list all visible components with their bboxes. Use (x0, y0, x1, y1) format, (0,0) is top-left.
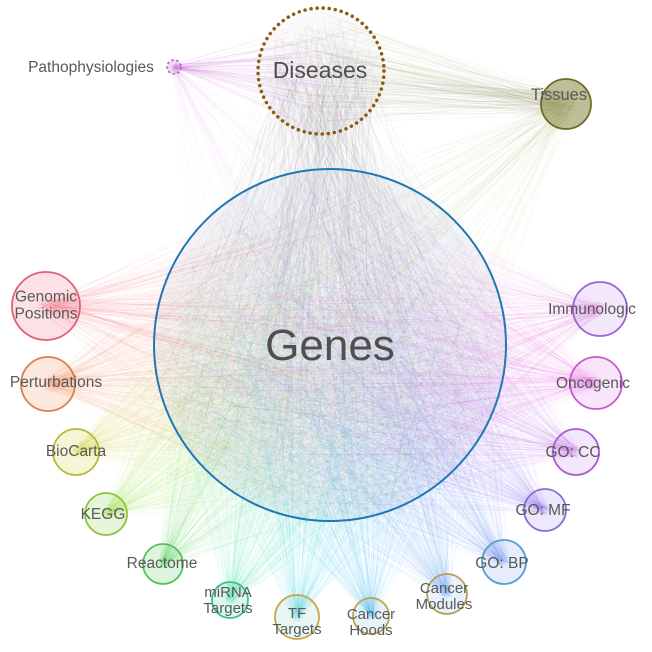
node-tf_targets[interactable] (274, 594, 320, 640)
label-biocarta: BioCarta (46, 443, 107, 460)
edge-bundle-diseases-to-genes (163, 16, 489, 507)
label-genes: Genes (265, 321, 395, 370)
edge-bundle-cancer_hoods-to-genes (164, 186, 494, 621)
node-kegg[interactable] (84, 492, 128, 536)
edge-bundle-oncogenic-to-genes (160, 179, 603, 512)
edge-bundle-mirna_targets-to-genes (164, 181, 481, 605)
node-go_mf[interactable] (523, 488, 567, 532)
node-diseases[interactable] (256, 6, 386, 136)
edge-bundle-go_mf-to-genes (165, 185, 551, 516)
edge-bundle-pathophysiologies-to-genes (170, 64, 481, 471)
label-tissues: Tissues (531, 86, 587, 104)
node-mirna_targets[interactable] (211, 581, 249, 619)
label-immunologic: Immunologic (548, 301, 636, 318)
label-go_mf: GO: MF (515, 502, 570, 519)
label-diseases: Diseases (273, 57, 368, 83)
label-kegg: KEGG (81, 506, 126, 523)
label-reactome: Reactome (127, 555, 198, 572)
edge-bundle-tissues-to-diseases (266, 11, 577, 123)
label-oncogenic: Oncogenic (556, 375, 630, 392)
edge-bundle-immunologic-to-genes (173, 180, 607, 504)
edge-bundle-go_bp-to-genes (168, 178, 510, 568)
node-biocarta[interactable] (52, 428, 100, 476)
edge-bundle-cancer_modules-to-genes (168, 177, 495, 599)
edge-bundle-tf_targets-to-genes (163, 181, 496, 623)
label-go_bp: GO: BP (475, 555, 528, 572)
node-go_cc[interactable] (552, 428, 600, 476)
node-pathophysiologies[interactable] (166, 59, 182, 75)
node-oncogenic[interactable] (569, 356, 623, 410)
edge-bundle-diseases-to-tissues (268, 27, 581, 123)
node-reactome[interactable] (142, 543, 184, 585)
node-perturbations[interactable] (20, 356, 76, 412)
node-immunologic[interactable] (572, 281, 628, 337)
label-pathophysiologies: Pathophysiologies (28, 59, 154, 76)
edge-bundle-perturbations-to-genes (42, 175, 496, 509)
node-genomic_positions[interactable] (11, 271, 81, 341)
node-go_bp[interactable] (481, 539, 527, 585)
edge-bundle-kegg-to-genes (100, 178, 493, 520)
node-tissues[interactable] (540, 78, 592, 130)
edge-bundle-tissues-to-genes (166, 92, 579, 506)
node-cancer_modules[interactable] (426, 573, 468, 615)
node-genes[interactable] (153, 168, 507, 522)
edge-bundle-pathophysiologies-to-diseases (171, 27, 379, 127)
edge-bundle-go_cc-to-genes (169, 179, 582, 513)
node-cancer_hoods[interactable] (352, 597, 390, 635)
edge-bundle-reactome-to-genes (158, 183, 489, 569)
edge-bundle-genomic_positions-to-genes (37, 184, 493, 500)
label-perturbations: Perturbations (10, 374, 102, 391)
label-go_cc: GO: CC (545, 444, 600, 461)
